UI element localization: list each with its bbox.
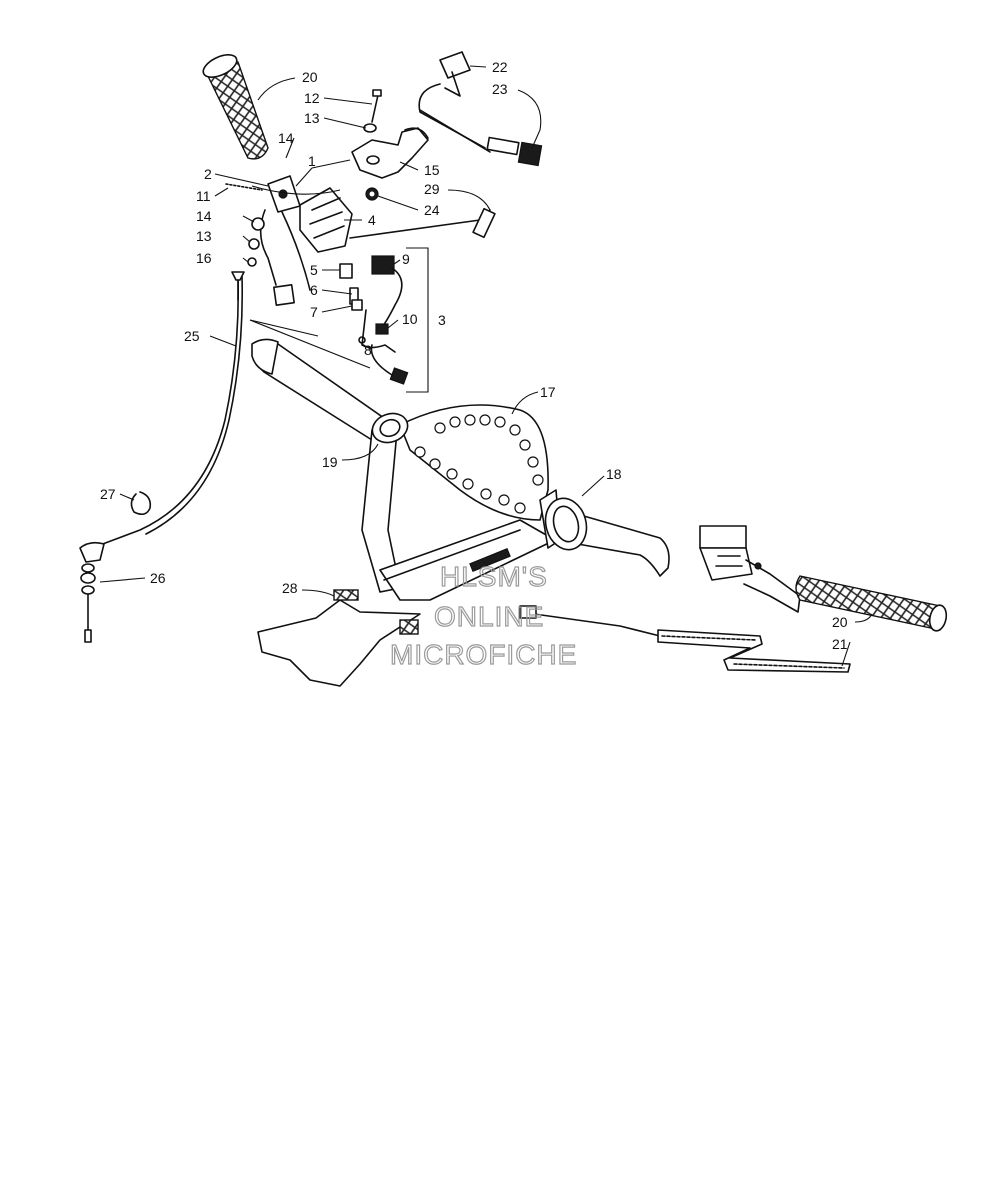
leader-lines <box>99 65 873 667</box>
callout-16: 16 <box>196 250 212 266</box>
callout-10: 10 <box>402 311 418 327</box>
callout-6: 6 <box>310 282 318 298</box>
callout-3: 3 <box>438 312 446 328</box>
callout-29: 29 <box>424 181 440 197</box>
callout-24: 24 <box>424 202 440 218</box>
callout-26: 26 <box>150 570 166 586</box>
pad-28 <box>257 589 421 687</box>
right-grip <box>795 575 948 632</box>
callout-28: 28 <box>282 580 298 596</box>
callout-27: 27 <box>100 486 116 502</box>
cable-29 <box>349 207 496 239</box>
callout-labels: 20 12 13 14 1 2 11 14 13 16 22 23 15 29 … <box>100 59 848 652</box>
screw-12 <box>363 89 382 133</box>
watermark: HLSM'S ONLINE MICROFICHE <box>389 560 577 670</box>
callout-8: 8 <box>364 342 372 358</box>
callout-9: 9 <box>402 251 410 267</box>
switch-harness-3 <box>339 255 409 385</box>
clip-27 <box>130 491 152 516</box>
callout-17: 17 <box>540 384 556 400</box>
cable-end-26 <box>79 541 105 643</box>
callout-15: 15 <box>424 162 440 178</box>
callout-23: 23 <box>492 81 508 97</box>
callout-20-lower: 20 <box>832 614 848 630</box>
callout-7: 7 <box>310 304 318 320</box>
callout-22: 22 <box>492 59 508 75</box>
throttle-cable-25 <box>99 271 245 546</box>
callout-11: 11 <box>196 188 211 204</box>
watermark-line-3: MICROFICHE <box>390 639 577 670</box>
callout-2: 2 <box>204 166 212 182</box>
throttle-housing <box>259 175 353 306</box>
brake-master-cylinder <box>699 525 801 613</box>
callout-12: 12 <box>304 90 320 106</box>
switch-22 <box>418 51 491 153</box>
pad-bumps <box>414 414 544 514</box>
watermark-line-2: ONLINE <box>434 601 544 632</box>
callout-1: 1 <box>308 153 316 169</box>
handlebar <box>251 338 670 601</box>
left-grip <box>202 54 269 160</box>
callout-13-upper: 13 <box>304 110 320 126</box>
callout-5: 5 <box>310 262 318 278</box>
callout-19: 19 <box>322 454 338 470</box>
callout-21: 21 <box>832 636 848 652</box>
callout-18: 18 <box>606 466 622 482</box>
bracket-15 <box>351 127 429 179</box>
switch-connector-23 <box>486 136 543 167</box>
callout-25: 25 <box>184 328 200 344</box>
watermark-line-1: HLSM'S <box>440 561 548 592</box>
heater-element-21 <box>519 605 851 673</box>
nut-24 <box>365 187 379 201</box>
callout-14-upper: 14 <box>278 130 294 146</box>
callout-4: 4 <box>368 212 376 228</box>
washers-13-14-16 <box>247 217 265 267</box>
callout-20-upper: 20 <box>302 69 318 85</box>
callout-14-lower: 14 <box>196 208 212 224</box>
screw-11 <box>225 183 263 191</box>
callout-13-lower: 13 <box>196 228 212 244</box>
